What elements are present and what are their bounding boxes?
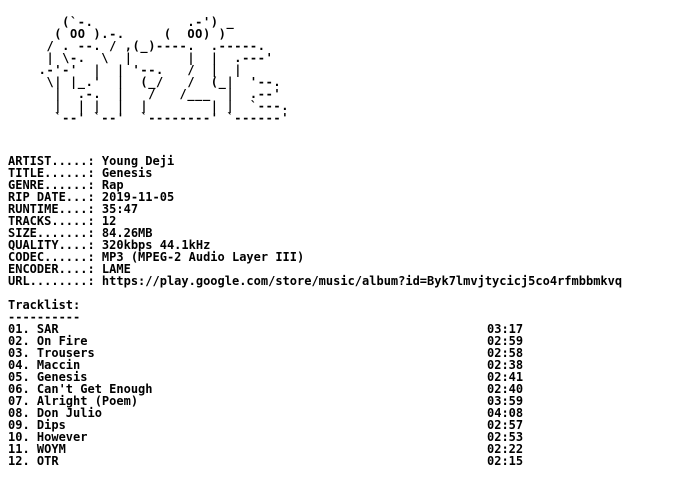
track-title: 08. Don Julio — [8, 406, 102, 420]
info-label: ARTIST.....: — [8, 154, 95, 168]
track-duration: 02:57 — [487, 418, 524, 432]
info-row: TRACKS.....: 12 — [8, 215, 622, 227]
info-row: RUNTIME....: 35:47 — [8, 203, 622, 215]
info-value: MP3 (MPEG-2 Audio Layer III) — [94, 250, 305, 264]
info-row: TITLE......: Genesis — [8, 167, 622, 179]
track-duration: 02:22 — [487, 442, 524, 456]
info-label: TITLE......: — [8, 166, 95, 180]
track-row: 09. Dips 02:57 — [8, 419, 608, 431]
info-label: ENCODER....: — [8, 262, 95, 276]
track-title: 04. Maccin — [8, 358, 81, 372]
track-title: 10. However — [8, 430, 88, 444]
track-row: 04. Maccin 02:38 — [8, 359, 608, 371]
track-row: 11. WOYM 02:22 — [8, 443, 608, 455]
ascii-art-logo: (`-. .-') _ ( OO ).-. ( OO) ) / . --. / … — [38, 15, 290, 125]
track-row: 12. OTR 02:15 — [8, 455, 608, 467]
info-label: TRACKS.....: — [8, 214, 95, 228]
info-value: 12 — [94, 214, 117, 228]
track-title: 12. OTR — [8, 454, 59, 468]
track-row: 01. SAR 03:17 — [8, 323, 608, 335]
info-label: QUALITY....: — [8, 238, 95, 252]
info-value: Genesis — [94, 166, 153, 180]
track-duration: 02:41 — [487, 370, 524, 384]
track-row: 10. However 02:53 — [8, 431, 608, 443]
track-duration: 03:17 — [487, 322, 524, 336]
track-row: 02. On Fire 02:59 — [8, 335, 608, 347]
info-row: RIP DATE...: 2019-11-05 — [8, 191, 622, 203]
track-title: 06. Can't Get Enough — [8, 382, 153, 396]
info-value: 320kbps 44.1kHz — [94, 238, 211, 252]
tracklist-heading: Tracklist: — [8, 298, 81, 312]
track-row: 06. Can't Get Enough 02:40 — [8, 383, 608, 395]
track-title: 07. Alright (Poem) — [8, 394, 139, 408]
info-value: 2019-11-05 — [94, 190, 175, 204]
track-duration: 02:59 — [487, 334, 524, 348]
track-title: 05. Genesis — [8, 370, 88, 384]
track-title: 11. WOYM — [8, 442, 66, 456]
info-row: SIZE.......: 84.26MB — [8, 227, 622, 239]
info-label: RIP DATE...: — [8, 190, 95, 204]
track-duration: 02:58 — [487, 346, 524, 360]
info-label: SIZE.......: — [8, 226, 95, 240]
track-duration: 02:53 — [487, 430, 524, 444]
track-row: 08. Don Julio 04:08 — [8, 407, 608, 419]
track-row: 03. Trousers 02:58 — [8, 347, 608, 359]
info-value: Rap — [94, 178, 124, 192]
track-row: 05. Genesis 02:41 — [8, 371, 608, 383]
info-value: 84.26MB — [94, 226, 153, 240]
track-row: 07. Alright (Poem) 03:59 — [8, 395, 608, 407]
track-duration: 04:08 — [487, 406, 524, 420]
track-duration: 02:15 — [487, 454, 524, 468]
info-label: URL........: — [8, 274, 95, 288]
track-duration: 02:38 — [487, 358, 524, 372]
track-duration: 03:59 — [487, 394, 524, 408]
info-row: QUALITY....: 320kbps 44.1kHz — [8, 239, 622, 251]
track-title: 02. On Fire — [8, 334, 88, 348]
info-value: Young Deji — [94, 154, 175, 168]
info-row: GENRE......: Rap — [8, 179, 622, 191]
info-value: https://play.google.com/store/music/albu… — [94, 274, 623, 288]
track-duration: 02:40 — [487, 382, 524, 396]
tracklist-divider: ---------- — [8, 310, 81, 324]
info-value: 35:47 — [94, 202, 139, 216]
info-row: ARTIST.....: Young Deji — [8, 155, 622, 167]
track-title: 01. SAR — [8, 322, 59, 336]
info-label: CODEC......: — [8, 250, 95, 264]
info-value: LAME — [94, 262, 131, 276]
info-row: CODEC......: MP3 (MPEG-2 Audio Layer III… — [8, 251, 622, 263]
info-label: RUNTIME....: — [8, 202, 95, 216]
info-row: URL........: https://play.google.com/sto… — [8, 275, 622, 287]
track-title: 03. Trousers — [8, 346, 95, 360]
info-label: GENRE......: — [8, 178, 95, 192]
track-title: 09. Dips — [8, 418, 66, 432]
info-row: ENCODER....: LAME — [8, 263, 622, 275]
